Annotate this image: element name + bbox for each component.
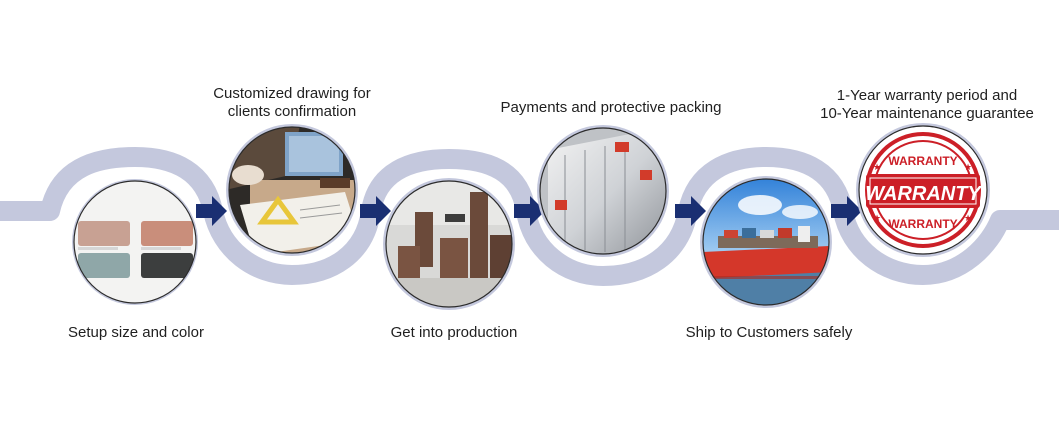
- label-line: Customized drawing for: [213, 85, 371, 102]
- arrow-right-icon: [675, 196, 706, 226]
- svg-text:★: ★: [964, 214, 972, 224]
- label-line: Payments and protective packing: [500, 99, 722, 116]
- step-image-production: [383, 178, 515, 310]
- step-image-shipping: [700, 176, 832, 308]
- label-line: Ship to Customers safely: [685, 324, 853, 341]
- step-image-setup: [72, 179, 198, 305]
- label-line: Setup size and color: [68, 324, 204, 341]
- label-line: clients confirmation: [227, 103, 357, 120]
- step-label-shipping: Ship to Customers safely: [664, 324, 874, 342]
- stamp-top-text: WARRANTY: [888, 154, 957, 168]
- label-line: 10-Year maintenance guarantee: [820, 105, 1034, 122]
- step-label-setup: Setup size and color: [46, 324, 226, 342]
- svg-text:★: ★: [964, 163, 972, 173]
- arrow-right-icon: [196, 196, 227, 226]
- step-label-packing: Payments and protective packing: [480, 99, 742, 117]
- arrow-right-icon: [514, 196, 545, 226]
- label-line: 1-Year warranty period and: [836, 87, 1018, 104]
- svg-text:★: ★: [873, 214, 881, 224]
- stamp-bottom-text: WARRANTY: [888, 217, 957, 231]
- step-label-warranty: 1-Year warranty period and 10-Year maint…: [802, 87, 1052, 123]
- svg-text:★: ★: [873, 163, 881, 173]
- step-image-packing: [537, 125, 669, 257]
- flow-arrows: [196, 196, 862, 226]
- stamp-main-text: WARRANTY: [865, 183, 982, 205]
- step-label-drawing: Customized drawing for clients confirmat…: [192, 85, 392, 121]
- label-line: Get into production: [390, 324, 518, 341]
- step-label-production: Get into production: [364, 324, 544, 342]
- step-image-drawing: [226, 124, 358, 256]
- arrow-right-icon: [831, 196, 862, 226]
- step-image-warranty: WARRANTY WARRANTY WARRANTY ★ ★ ★ ★: [856, 123, 990, 257]
- arrow-right-icon: [360, 196, 391, 226]
